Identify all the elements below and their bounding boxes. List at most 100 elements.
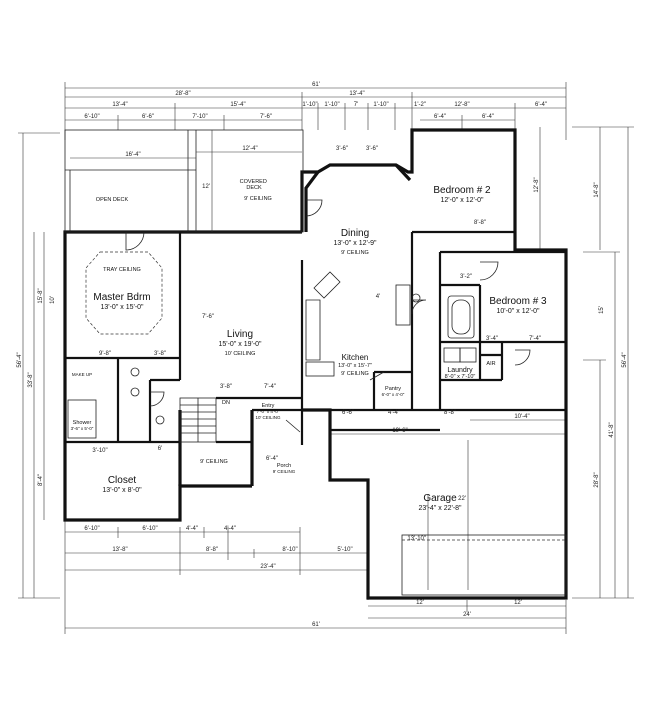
dim-int-4: 4'	[376, 294, 380, 300]
entry-size: 7'-0" x 4'-0"	[257, 409, 280, 414]
covered-deck-label: COVERED DECK	[240, 179, 269, 191]
dim-r4-7-10: 7'-10"	[192, 114, 207, 120]
bedroom3-size: 10'-0" x 12'-0"	[496, 308, 540, 315]
dim-left-15-8: 15'-8"	[38, 288, 44, 303]
dim-deck-12: 12'	[202, 184, 210, 190]
dim-left-56-4: 56'-4"	[17, 352, 23, 367]
dim-int-6-6: 6'-6"	[342, 410, 354, 416]
dim-garage-19-6: 19'-6"	[392, 428, 407, 434]
dim-bot-23-4: 23'-4"	[260, 564, 275, 570]
kitchen-name: Kitchen	[342, 353, 369, 362]
entry-name: Entry	[262, 403, 275, 409]
covered-deck-ceiling: 9' CEILING	[244, 196, 272, 202]
dim-deck-16-4: 16'-4"	[125, 152, 140, 158]
dim-right-28-8: 28'-8"	[594, 472, 600, 487]
shower-size: 3'-6" x 5'-0"	[71, 426, 94, 431]
dim-top-28-8: 28'-8"	[175, 91, 190, 97]
dim-int-3-10: 3'-10"	[92, 448, 107, 454]
dim-int-6-4: 6'-4"	[266, 456, 278, 462]
porch-ceiling: 9' CEILING	[273, 469, 296, 474]
dining-ceiling: 9' CEILING	[341, 250, 369, 256]
deck	[64, 129, 304, 233]
kitchen-ceiling: 9' CEILING	[341, 371, 369, 377]
fixtures	[67, 251, 567, 596]
dining-size: 13'-0" x 12'-9"	[333, 240, 377, 247]
dim-bot-6-10b: 6'-10"	[142, 526, 157, 532]
master-ceiling: TRAY CEILING	[103, 267, 141, 273]
dim-int-7-6: 7'-6"	[202, 314, 214, 320]
dim-dining-3-6b: 3'-6"	[366, 146, 378, 152]
dim-right-15: 15'	[599, 306, 605, 314]
dim-deck-12-4: 12'-4"	[242, 146, 257, 152]
entry-ceiling: 10' CEILING	[255, 415, 281, 420]
covered-deck-line1: COVERED	[240, 179, 267, 185]
shower-name: Shower	[73, 420, 92, 426]
dim-garage-13-10: 13'-10"	[407, 536, 426, 542]
closet-name: Closet	[108, 475, 137, 486]
dim-int-3-8: 3'-8"	[154, 351, 166, 357]
dim-int-9-8: 9'-8"	[99, 351, 111, 357]
hall-ceiling: 9' CEILING	[200, 459, 228, 465]
room-labels: Bedroom # 2 12'-0" x 12'-0" Bedroom # 3 …	[71, 179, 547, 512]
dim-r4-6-10: 6'-10"	[84, 114, 99, 120]
dim-top-7: 7'	[354, 102, 358, 108]
dim-int-7-4b: 7'-4"	[529, 336, 541, 342]
bedroom3-name: Bedroom # 3	[489, 296, 547, 307]
dim-bot-8-10: 8'-10"	[282, 547, 297, 553]
dim-right-12-8: 12'-8"	[534, 177, 540, 192]
dim-bot-13-8: 13'-8"	[112, 547, 127, 553]
dim-top-1-2: 1'-2"	[414, 102, 426, 108]
dim-right-41-8: 41'-8"	[609, 422, 615, 437]
dim-bot-4-4a: 4'-4"	[186, 526, 198, 532]
dim-dining-3-6a: 3'-6"	[336, 146, 348, 152]
dim-top-overall: 61'	[312, 82, 320, 88]
closet-size: 13'-0" x 8'-0"	[102, 487, 142, 494]
living-size: 15'-0" x 19'-0"	[218, 341, 262, 348]
dimension-lines	[18, 82, 634, 634]
dim-garage-24: 24'	[463, 612, 471, 618]
dimension-text: 61' 28'-8" 13'-4" 13'-4" 15'-4" 1'-10" 1…	[17, 82, 628, 628]
dim-int-4-4: 4'-4"	[388, 410, 400, 416]
garage-name: Garage	[423, 493, 457, 504]
interior-walls	[65, 230, 566, 445]
kitchen-size: 13'-0" x 15'-7"	[338, 363, 372, 369]
dim-int-8-8: 8'-8"	[444, 410, 456, 416]
dim-bot-overall: 61'	[312, 622, 320, 628]
dim-r4-7-6: 7'-6"	[260, 114, 272, 120]
master-name: Master Bdrm	[93, 292, 150, 303]
dim-bot-8-8: 8'-8"	[206, 547, 218, 553]
laundry-size: 8'-0" x 7'-10"	[445, 374, 476, 380]
dim-top-13-4: 13'-4"	[112, 102, 127, 108]
dim-right-56-4: 56'-4"	[622, 352, 628, 367]
dim-bot-6-10a: 6'-10"	[84, 526, 99, 532]
living-ceiling: 10' CEILING	[225, 351, 256, 357]
dim-garage-22: 22'	[458, 496, 466, 502]
dim-int-3-2: 3'-2"	[460, 274, 472, 280]
bedroom2-name: Bedroom # 2	[433, 185, 491, 196]
dim-int-3-8b: 3'-8"	[220, 384, 232, 390]
make-up-label: MAKE UP	[72, 372, 92, 377]
dim-int-6: 6'	[158, 446, 162, 452]
dim-garage-12b: 12'	[514, 600, 522, 606]
stair-dn-label: DN	[222, 400, 230, 406]
laundry-name: Laundry	[447, 367, 473, 374]
dim-top-1-10a: 1'-10"	[302, 102, 317, 108]
pantry-name: Pantry	[385, 386, 401, 392]
dim-r4-6-4a: 6'-4"	[434, 114, 446, 120]
air-label: AIR	[486, 361, 495, 367]
dim-bot-5-10: 5'-10"	[337, 547, 352, 553]
porch-name: Porch	[277, 463, 291, 469]
dim-int-7-4: 7'-4"	[264, 384, 276, 390]
dim-top-15-4: 15'-4"	[230, 102, 245, 108]
dim-top-1-10b: 1'-10"	[324, 102, 339, 108]
dining-name: Dining	[341, 228, 369, 239]
dim-top-12-8: 12'-8"	[454, 102, 469, 108]
dim-top-1-10c: 1'-10"	[373, 102, 388, 108]
dim-int-8-8b: 8'-8"	[474, 220, 486, 226]
living-name: Living	[227, 329, 253, 340]
dim-bot-4-4b: 4'-4"	[224, 526, 236, 532]
door-swings	[125, 199, 531, 433]
covered-deck-line2: DECK	[246, 185, 262, 191]
dim-right-14-8: 14'-8"	[594, 182, 600, 197]
dim-r4-6-6: 6'-6"	[142, 114, 154, 120]
